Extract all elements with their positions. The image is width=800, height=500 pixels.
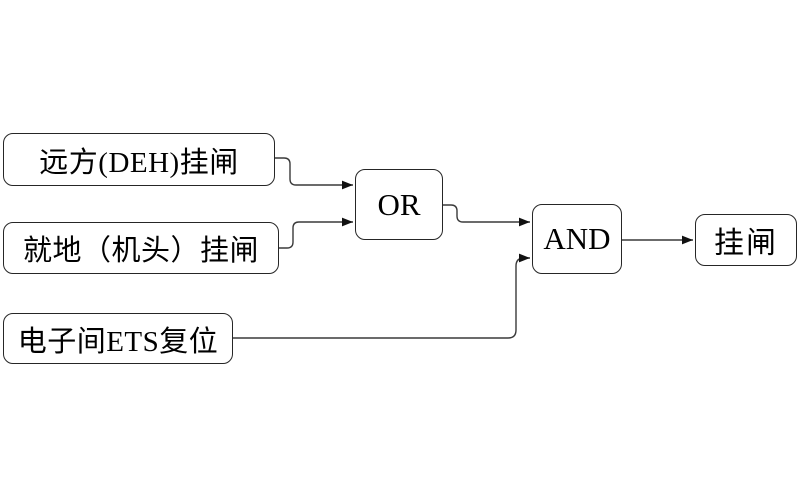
node-remote-deh-latch-label: 远方(DEH)挂闸 — [39, 146, 239, 179]
wire-ets-to-and — [233, 253, 530, 339]
wire-remote-to-or — [275, 157, 353, 190]
node-ets-reset-label: 电子间ETS复位 — [17, 325, 219, 358]
node-and-gate: AND — [532, 204, 622, 274]
wire-local-to-or — [279, 217, 353, 249]
node-latch-output: 挂闸 — [695, 214, 797, 266]
node-or-gate-label: OR — [377, 186, 421, 222]
node-or-gate: OR — [355, 169, 443, 240]
node-local-head-latch-label: 就地（机头）挂闸 — [22, 235, 259, 267]
node-ets-reset: 电子间ETS复位 — [3, 313, 233, 364]
node-remote-deh-latch: 远方(DEH)挂闸 — [3, 133, 275, 186]
wire-or-to-and — [443, 204, 530, 227]
node-latch-output-label: 挂闸 — [714, 227, 778, 260]
node-local-head-latch: 就地（机头）挂闸 — [3, 222, 279, 274]
node-and-gate-label: AND — [543, 221, 611, 256]
